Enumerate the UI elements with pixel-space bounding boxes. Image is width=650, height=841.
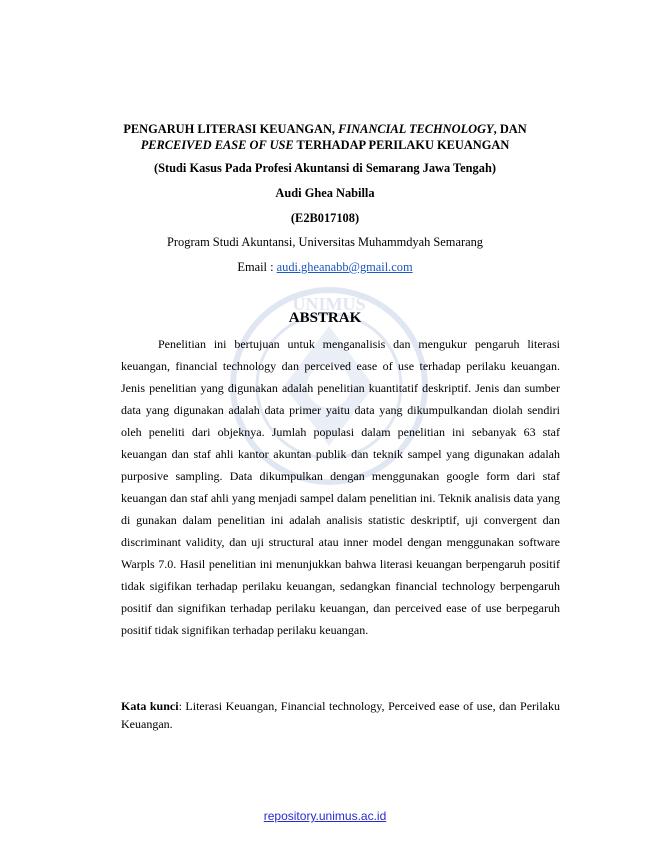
email-line: Email : audi.gheanabb@gmail.com bbox=[0, 260, 650, 275]
footer: repository.unimus.ac.id bbox=[0, 809, 650, 823]
email-link[interactable]: audi.gheanabb@gmail.com bbox=[276, 260, 413, 274]
paper-title: PENGARUH LITERASI KEUANGAN, FINANCIAL TE… bbox=[0, 121, 650, 153]
title-text: PENGARUH LITERASI KEUANGAN, bbox=[123, 122, 339, 136]
student-id: (E2B017108) bbox=[290, 211, 360, 225]
title-text: TERHADAP PERILAKU KEUANGAN bbox=[293, 138, 510, 152]
keywords-text: : Literasi Keuangan, Financial technolog… bbox=[121, 699, 561, 731]
affiliation: Program Studi Akuntansi, Universitas Muh… bbox=[167, 235, 483, 249]
email-label: Email : bbox=[237, 260, 277, 274]
author-name: Audi Ghea Nabilla bbox=[275, 186, 375, 200]
paper-subtitle: (Studi Kasus Pada Profesi Akuntansi di S… bbox=[154, 161, 496, 175]
title-italic-text: PERCEIVED EASE OF USE bbox=[140, 138, 294, 152]
keywords: Kata kunci: Literasi Keuangan, Financial… bbox=[121, 697, 560, 733]
abstract-heading: ABSTRAK bbox=[288, 310, 362, 326]
abstract-body: Penelitian ini bertujuan untuk menganali… bbox=[121, 337, 560, 637]
title-text: , DAN bbox=[493, 122, 527, 136]
repository-link[interactable]: repository.unimus.ac.id bbox=[263, 809, 387, 823]
keywords-label: Kata kunci bbox=[121, 699, 179, 713]
title-italic-text: FINANCIAL TECHNOLOGY bbox=[338, 122, 494, 136]
